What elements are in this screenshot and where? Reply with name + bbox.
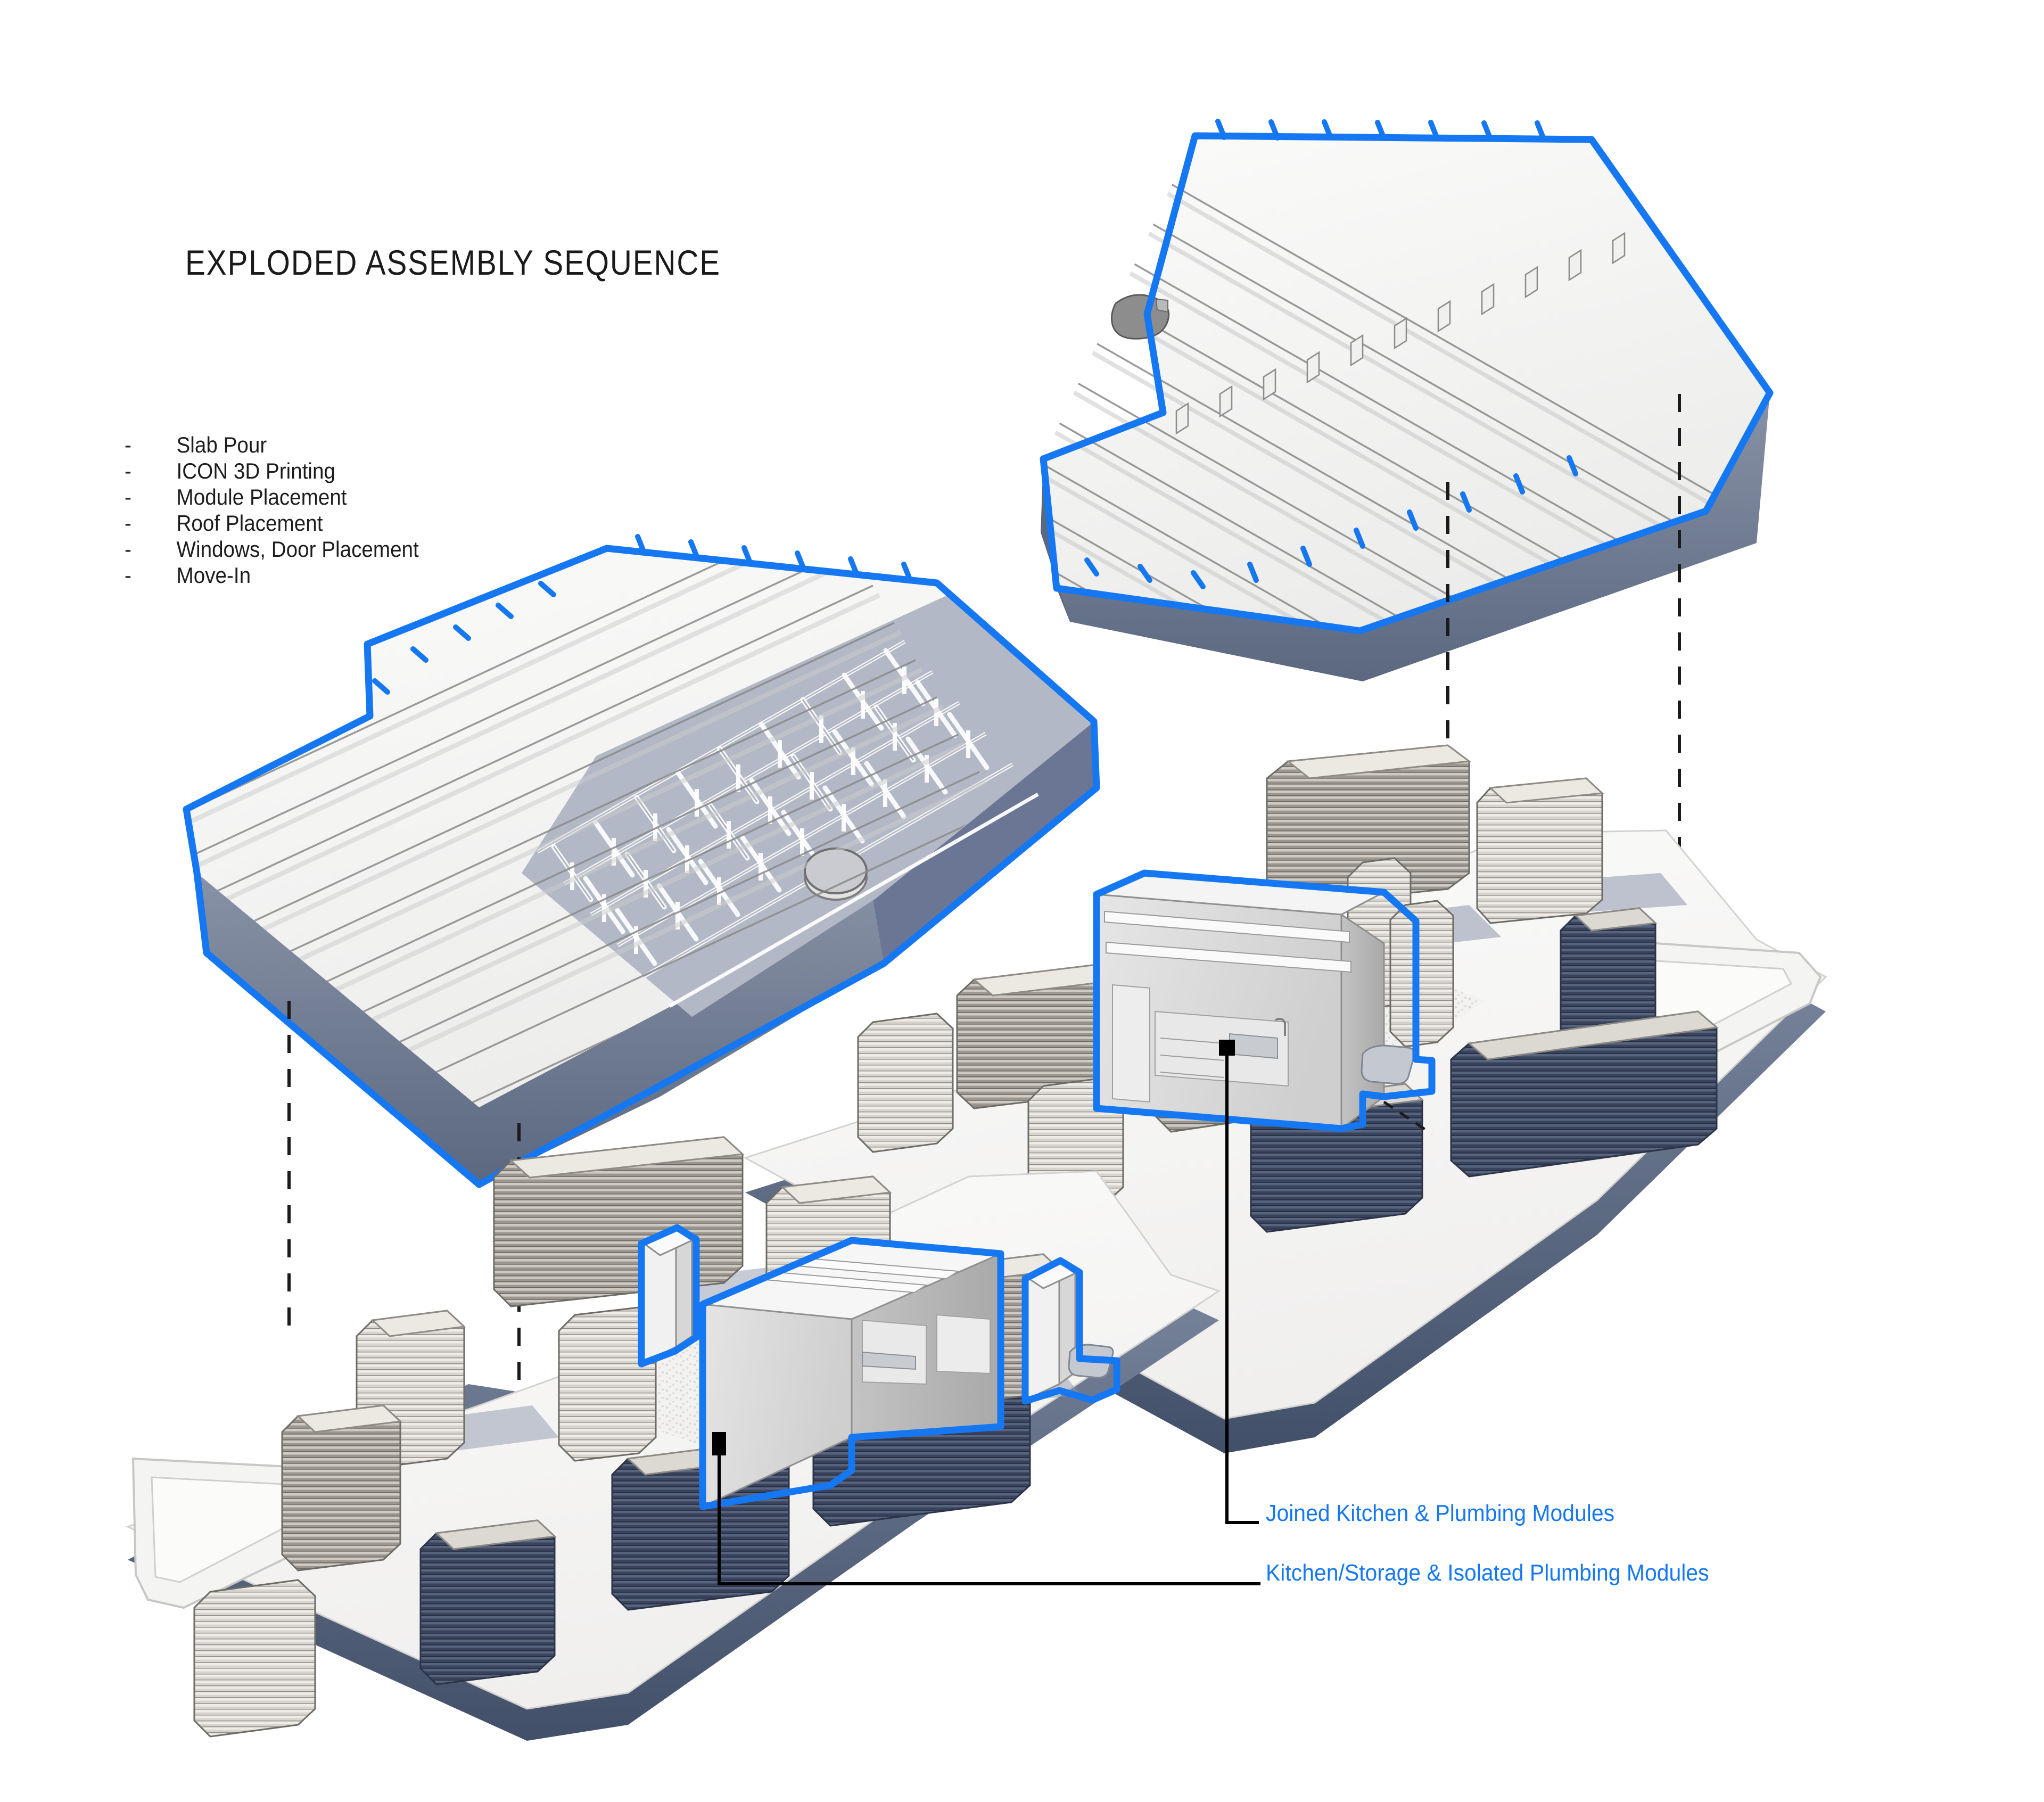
callout-label-joined-modules: Joined Kitchen & Plumbing Modules — [1266, 1500, 1615, 1526]
list-item-label: Roof Placement — [176, 511, 323, 536]
kitchen-module-highlight — [1093, 869, 1436, 1132]
isolated-plumbing-panel-right[interactable] — [1021, 1257, 1120, 1405]
list-bullet: - — [125, 511, 131, 536]
list-item: - ICON 3D Printing — [125, 458, 614, 484]
list-item: - Windows, Door Placement — [125, 537, 614, 563]
callout-label-isolated-modules: Kitchen/Storage & Isolated Plumbing Modu… — [1266, 1560, 1709, 1586]
roof-panel-with-truss — [183, 534, 1100, 1188]
list-item-label: Windows, Door Placement — [176, 537, 419, 562]
list-item-label: ICON 3D Printing — [176, 458, 336, 483]
faucet-icon — [1275, 1018, 1286, 1036]
kitchen-storage-highlight — [699, 1237, 1004, 1510]
leader-joined — [1219, 1040, 1259, 1524]
list-bullet: - — [125, 432, 131, 457]
building-lower-slab-unit — [125, 1136, 1260, 1741]
list-item-label: Slab Pour — [176, 432, 267, 457]
list-bullet: - — [125, 484, 131, 509]
truss-roof-highlight-outline — [183, 545, 1100, 1188]
list-item: - Roof Placement — [125, 511, 614, 537]
kitchen-storage-module[interactable] — [699, 1237, 1004, 1510]
roof-vent-opening — [1111, 294, 1169, 340]
list-item-label: Move-In — [176, 563, 251, 588]
list-bullet: - — [125, 537, 131, 562]
list-item-label: Module Placement — [176, 484, 347, 509]
list-bullet: - — [125, 458, 131, 483]
roof-highlight-outline — [1040, 132, 1774, 635]
leader-isolated — [712, 1432, 1260, 1585]
list-bullet: - — [125, 563, 131, 588]
isolated-plumbing-panel-left[interactable] — [638, 1224, 700, 1368]
assembly-sequence-list: - Slab Pour - ICON 3D Printing - Module … — [125, 432, 657, 589]
list-item: - Slab Pour — [125, 432, 614, 458]
page-title: EXPLODED ASSEMBLY SEQUENCE — [185, 243, 721, 282]
list-item: - Module Placement — [125, 484, 614, 511]
sink-icon — [862, 1351, 916, 1370]
list-item: - Move-In — [125, 563, 614, 589]
sink-icon — [1229, 1033, 1278, 1059]
bathtub-icon — [1361, 1044, 1415, 1085]
kitchen-plumbing-module-joined[interactable] — [1093, 869, 1436, 1135]
